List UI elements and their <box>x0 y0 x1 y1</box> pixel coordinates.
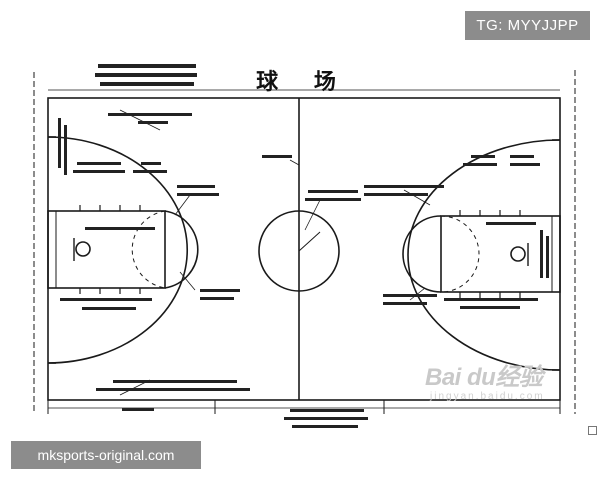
left-free-throw-arc <box>164 210 199 289</box>
leader-lines <box>119 109 431 396</box>
diagram-title: 球 场 <box>256 70 350 95</box>
left-basket <box>75 241 91 257</box>
left-three-point-arc <box>47 136 188 364</box>
left-free-throw-arc-dashed <box>131 210 166 289</box>
telegram-watermark-badge: TG: MYYJJPP <box>465 11 590 40</box>
baidu-watermark-logo: Bai du经验 <box>425 364 543 391</box>
left-lane-hash-marks <box>79 205 141 294</box>
left-restricted-area <box>47 210 166 289</box>
center-circle <box>258 210 340 292</box>
resize-corner-icon <box>588 426 597 435</box>
annotation-blocks <box>58 64 549 428</box>
right-three-point-arc <box>407 139 561 371</box>
site-watermark-badge: mksports-original.com <box>11 441 201 469</box>
right-basket <box>510 246 526 262</box>
center-circle-radius <box>298 231 321 252</box>
right-lane-hash-marks <box>459 210 521 298</box>
right-free-throw-arc-dashed <box>440 215 480 293</box>
baidu-watermark-sub: jingyan.baidu.com <box>430 391 545 402</box>
